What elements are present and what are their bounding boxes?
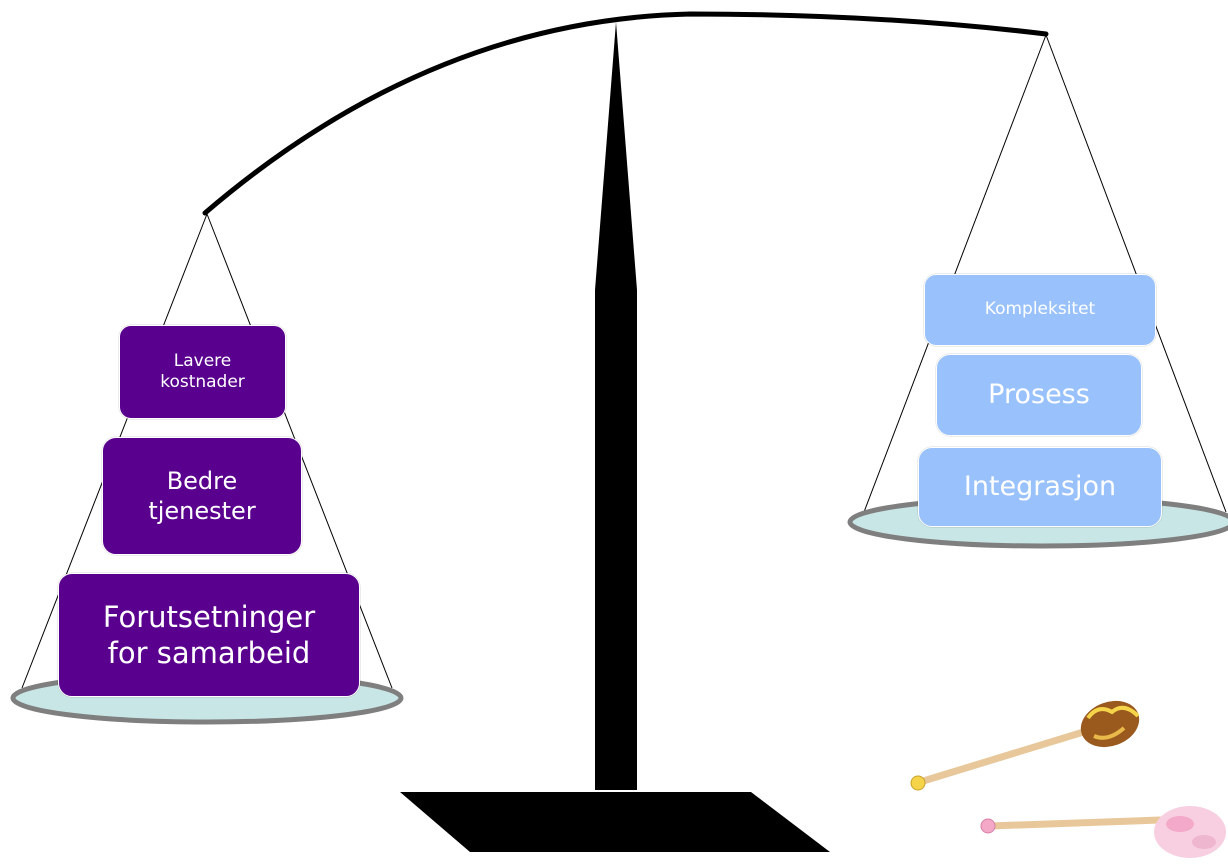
bedre-line-1: Bedre bbox=[166, 467, 238, 495]
forut-line-2: for samarbeid bbox=[107, 636, 311, 670]
balance-beam bbox=[202, 11, 1049, 216]
box-forutsetninger-for-samarbeid: Forutsetninger for samarbeid bbox=[58, 573, 360, 697]
forut-line-1: Forutsetninger bbox=[102, 599, 316, 634]
box-integrasjon: Integrasjon bbox=[918, 447, 1162, 527]
box-lavere-kostnader: Lavere kostnader bbox=[119, 325, 286, 419]
honey-dipper-icon bbox=[910, 700, 1140, 791]
right-pan-strings bbox=[863, 34, 1227, 513]
candy-stick-icon bbox=[980, 806, 1226, 858]
integrasjon-label: Integrasjon bbox=[963, 471, 1117, 503]
balance-base bbox=[400, 792, 830, 852]
box-kompleksitet: Kompleksitet bbox=[924, 274, 1156, 346]
lavere-line-2: kostnader bbox=[160, 372, 245, 392]
kompleksitet-label: Kompleksitet bbox=[984, 299, 1096, 320]
box-bedre-text: Bedre tjenester bbox=[148, 466, 255, 526]
lavere-line-1: Lavere bbox=[173, 350, 232, 371]
box-prosess: Prosess bbox=[936, 354, 1142, 436]
box-lavere-text: Lavere kostnader bbox=[160, 351, 245, 394]
box-bedre-tjenester: Bedre tjenester bbox=[102, 437, 302, 555]
box-forut-text: Forutsetninger for samarbeid bbox=[103, 599, 315, 672]
prosess-label: Prosess bbox=[988, 379, 1090, 411]
balance-pillar bbox=[595, 22, 637, 790]
bedre-line-2: tjenester bbox=[148, 497, 256, 525]
